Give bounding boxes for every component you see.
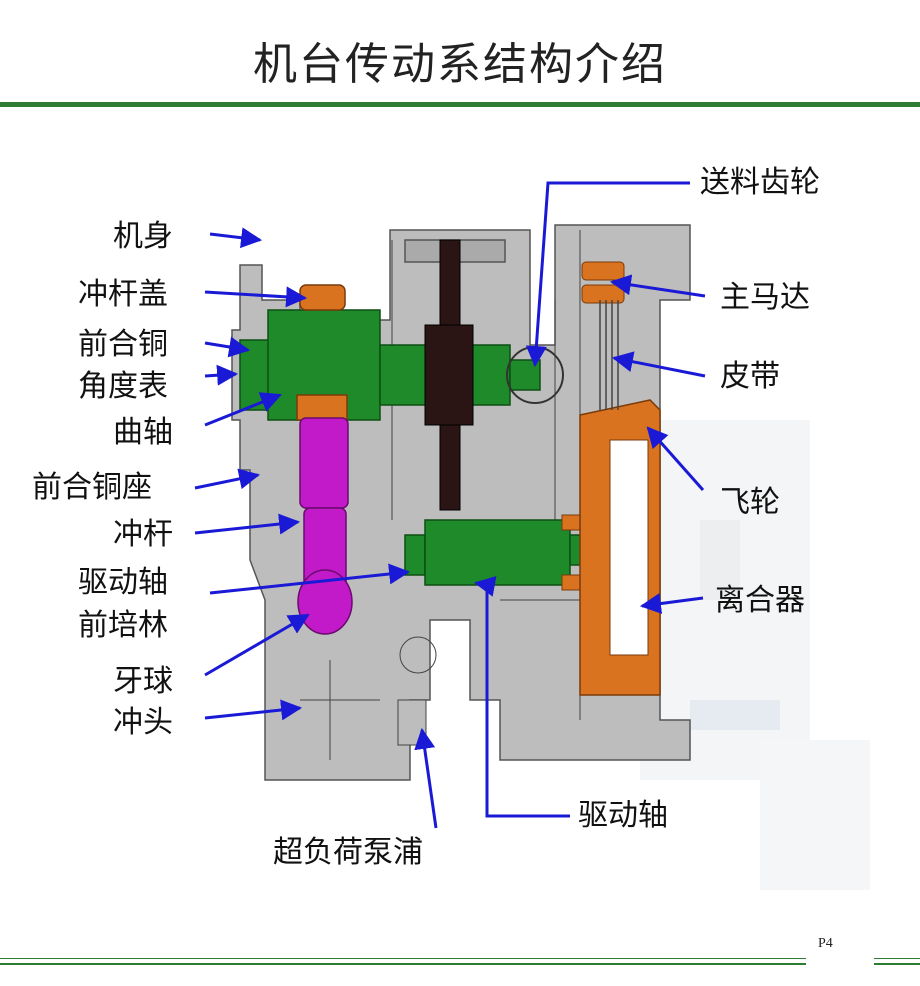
footer-rule <box>0 958 806 959</box>
arrow-ball-joint <box>204 613 310 677</box>
label-punch-head: 冲头 <box>113 705 173 740</box>
feed-gear-block <box>424 239 474 511</box>
footer-rule-right-thick <box>874 963 920 965</box>
label-main-motor: 主马达 <box>720 280 810 315</box>
arrow-clutch <box>639 593 704 614</box>
label-clutch: 离合器 <box>715 583 805 618</box>
arrow-belt <box>611 351 706 378</box>
arrow-drive-shaft <box>473 576 570 818</box>
arrow-front-copper-seat <box>194 468 261 490</box>
footer-rule-right <box>874 958 920 959</box>
connecting-rod <box>297 417 353 635</box>
label-drive-shaft-front: 驱动轴 <box>78 565 168 600</box>
arrow-front-copper <box>204 336 251 358</box>
arrow-rod-cover <box>204 286 308 308</box>
arrow-body <box>209 227 263 249</box>
arrow-main-motor <box>609 274 706 298</box>
arrow-drive-shaft-front <box>209 563 411 595</box>
arrow-overload-pump <box>414 727 438 829</box>
arrow-feed-gear <box>525 181 690 368</box>
arrow-crankshaft <box>204 392 282 427</box>
label-belt: 皮带 <box>720 359 780 394</box>
label-crankshaft: 曲轴 <box>113 415 173 450</box>
label-drive-shaft: 驱动轴 <box>578 798 668 833</box>
page-title: 机台传动系结构介绍 <box>253 39 667 90</box>
label-front-copper-seat: 前合铜座 <box>32 470 152 505</box>
background-machine-photo <box>640 420 870 890</box>
label-ball-joint: 牙球 <box>113 664 173 699</box>
pointer-arrows <box>194 181 706 829</box>
label-connecting-rod: 冲杆 <box>113 517 173 552</box>
arrow-flywheel <box>646 426 705 491</box>
title-divider <box>0 102 920 107</box>
arrow-connecting-rod <box>194 513 301 535</box>
overload-pump-body <box>397 699 427 746</box>
rod-cover <box>296 284 348 421</box>
clutch-window <box>609 439 649 656</box>
arrow-angle-meter <box>204 364 239 386</box>
label-rod-cover: 冲杆盖 <box>78 277 168 312</box>
drive-shaft-bearings <box>561 514 583 591</box>
arrow-punch-head <box>204 699 303 721</box>
label-angle-meter: 角度表 <box>78 369 168 404</box>
label-front-bushing: 前培林 <box>78 608 168 643</box>
label-overload-pump: 超负荷泵浦 <box>273 835 423 870</box>
page-number: P4 <box>818 936 833 951</box>
footer-rule-thick <box>0 963 806 965</box>
label-front-copper: 前合铜 <box>78 327 168 362</box>
label-flywheel: 飞轮 <box>720 485 780 520</box>
label-body: 机身 <box>113 219 173 254</box>
label-feed-gear: 送料齿轮 <box>700 165 820 200</box>
